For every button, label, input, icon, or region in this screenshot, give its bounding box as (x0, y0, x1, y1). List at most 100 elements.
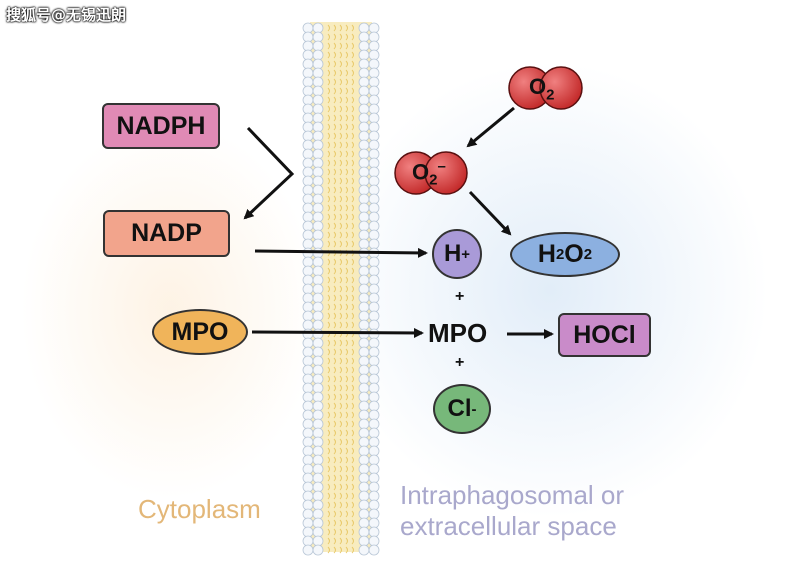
membrane-head (368, 310, 380, 322)
membrane-head (368, 418, 380, 430)
membrane-head (368, 166, 380, 178)
oxygen-label: O2 (529, 74, 554, 103)
membrane-tail (351, 150, 354, 158)
membrane-tail (351, 42, 354, 50)
membrane-tail (345, 483, 348, 491)
membrane-tail (339, 546, 342, 554)
membrane-head (302, 490, 314, 502)
membrane-tail (345, 114, 348, 122)
membrane-tail (333, 492, 336, 500)
membrane-head (358, 463, 370, 475)
membrane-tail (339, 96, 342, 104)
membrane-tail (339, 141, 342, 149)
membrane-tail (345, 150, 348, 158)
membrane-tail (339, 114, 342, 122)
membrane-head (312, 40, 324, 52)
membrane-head (312, 427, 324, 439)
membrane-head (302, 166, 314, 178)
membrane-tail (345, 231, 348, 239)
membrane-tail (351, 456, 354, 464)
membrane-tail (351, 132, 354, 140)
membrane-tail (333, 312, 336, 320)
membrane-tail (339, 411, 342, 419)
membrane-tail (339, 204, 342, 212)
membrane-tail (345, 195, 348, 203)
membrane-tail (333, 303, 336, 311)
membrane-tail (345, 510, 348, 518)
membrane-head (302, 184, 314, 196)
membrane-tail (339, 195, 342, 203)
membrane-tail (345, 519, 348, 527)
membrane-head (312, 139, 324, 151)
membrane-tail (333, 402, 336, 410)
membrane-tail (351, 465, 354, 473)
membrane-tail (333, 123, 336, 131)
membrane-head (368, 148, 380, 160)
membrane-tail (339, 186, 342, 194)
membrane-head (358, 472, 370, 484)
chloride-label: Cl (447, 395, 472, 422)
membrane-tail (345, 348, 348, 356)
membrane-head (312, 409, 324, 421)
membrane-tail (327, 501, 330, 509)
membrane-tail (327, 132, 330, 140)
membrane-head (368, 265, 380, 277)
membrane-head (368, 121, 380, 133)
membrane-tail (333, 132, 336, 140)
membrane-tail (345, 60, 348, 68)
membrane-tail (333, 195, 336, 203)
membrane-tail (339, 312, 342, 320)
superoxide-label: O2– (412, 158, 446, 189)
membrane-tail (327, 276, 330, 284)
membrane-head (368, 364, 380, 376)
membrane-head (368, 445, 380, 457)
membrane-head (368, 472, 380, 484)
membrane-tail (327, 258, 330, 266)
membrane-head (368, 454, 380, 466)
membrane-tail (345, 294, 348, 302)
membrane-tail (333, 267, 336, 275)
membrane-head (302, 121, 314, 133)
membrane-tail (345, 186, 348, 194)
membrane-tail (351, 429, 354, 437)
membrane-head (302, 292, 314, 304)
membrane-tail (351, 402, 354, 410)
proton-node: H+ (432, 229, 482, 279)
membrane-head (302, 220, 314, 232)
membrane-head (368, 58, 380, 70)
superoxide-molecule (394, 151, 468, 195)
extracellular-label: Intraphagosomal or extracellular space (400, 480, 624, 542)
membrane-head (302, 364, 314, 376)
membrane-head (368, 211, 380, 223)
cytoplasm-glow (20, 120, 320, 500)
membrane-tail (327, 519, 330, 527)
membrane-head (312, 292, 324, 304)
membrane-tail (327, 402, 330, 410)
membrane-head (312, 454, 324, 466)
membrane-tail (333, 366, 336, 374)
membrane-head (368, 202, 380, 214)
membrane-tail (351, 258, 354, 266)
membrane-head (302, 139, 314, 151)
hocl-node: HOCl (558, 313, 651, 357)
membrane-tail (339, 528, 342, 536)
membrane-tail (327, 141, 330, 149)
membrane-head (302, 265, 314, 277)
membrane-tail (333, 150, 336, 158)
membrane-head (302, 49, 314, 61)
membrane-head (358, 418, 370, 430)
membrane-tail (351, 474, 354, 482)
membrane-tail (351, 78, 354, 86)
h2o2-h: H (537, 240, 556, 268)
membrane-head (368, 301, 380, 313)
proton-label: H (443, 240, 462, 267)
membrane-tail (339, 357, 342, 365)
membrane-head (368, 409, 380, 421)
membrane-head (302, 472, 314, 484)
membrane-head (358, 454, 370, 466)
mpo-transport-arrow (251, 327, 424, 338)
membrane-head (312, 382, 324, 394)
membrane-head (368, 157, 380, 169)
membrane-head (302, 229, 314, 241)
membrane-tail (339, 213, 342, 221)
